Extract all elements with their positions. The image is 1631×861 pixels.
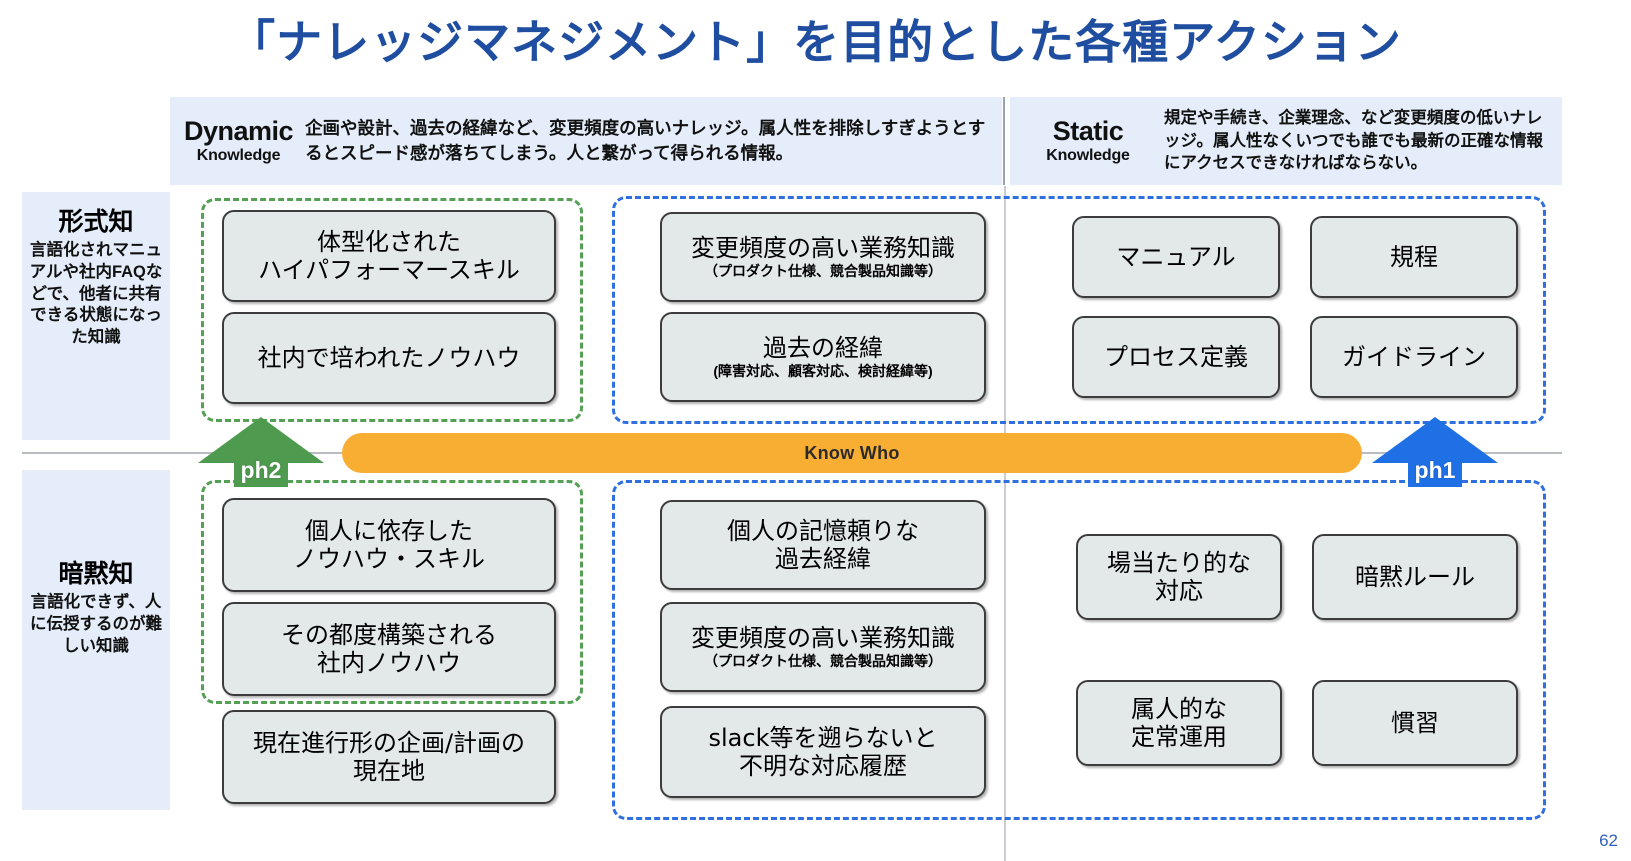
node-label: 個人の記憶頼りな 過去経緯 [727, 516, 919, 573]
dynamic-knowledge-header: Dynamic Knowledge 企画や設計、過去の経緯など、変更頻度の高いナ… [170, 97, 1002, 185]
tacit-title: 暗黙知 [58, 560, 134, 588]
node-tacit-blue-2[interactable]: slack等を遡らないと 不明な対応履歴 [660, 706, 986, 798]
page-title: 「ナレッジマネジメント」を目的とした各種アクション [229, 16, 1402, 68]
group-frame-explicit-blue [612, 196, 1546, 424]
static-knowledge-header: Static Knowledge 規定や手続き、企業理念、など変更頻度の低いナレ… [1010, 97, 1562, 185]
node-label: ガイドライン [1342, 342, 1486, 371]
node-tacit-static-1[interactable]: 暗黙ルール [1312, 534, 1518, 620]
node-label: 過去の経緯 [763, 333, 883, 362]
group-frame-tacit-green [201, 480, 583, 704]
header-separator [1003, 97, 1005, 185]
node-explicit-green-0[interactable]: 体型化された ハイパフォーマースキル [222, 210, 556, 302]
axis-label-explicit-knowledge: 形式知 言語化されマニュアルや社内FAQなどで、他者に共有できる状態になった知識 [22, 192, 170, 440]
node-tacit-static-0[interactable]: 場当たり的な 対応 [1076, 534, 1282, 620]
explicit-title: 形式知 [58, 208, 134, 236]
static-key-line2: Knowledge [1046, 147, 1130, 165]
tacit-description: 言語化できず、人に伝授するのが難しい知識 [30, 593, 162, 655]
ph2-arrow-label: ph2 [240, 457, 282, 483]
node-explicit-static-2[interactable]: プロセス定義 [1072, 316, 1280, 398]
node-label: 個人に依存した ノウハウ・スキル [293, 516, 485, 573]
static-key-line1: Static [1052, 116, 1124, 147]
node-tacit-outside-0[interactable]: 現在進行形の企画/計画の 現在地 [222, 710, 556, 804]
node-label: 社内で培われたノウハウ [257, 343, 521, 372]
node-label: 規程 [1390, 242, 1438, 271]
node-label: 体型化された ハイパフォーマースキル [258, 227, 520, 284]
node-label: プロセス定義 [1104, 342, 1248, 371]
node-explicit-blue-0[interactable]: 変更頻度の高い業務知識 （プロダクト仕様、競合製品知識等） [660, 212, 986, 302]
node-tacit-green-1[interactable]: その都度構築される 社内ノウハウ [222, 602, 556, 696]
ph1-arrow-label: ph1 [1414, 457, 1456, 483]
node-tacit-static-2[interactable]: 属人的な 定常運用 [1076, 680, 1282, 766]
node-sublabel: （プロダクト仕様、競合製品知識等） [704, 653, 942, 670]
group-frame-explicit-green [201, 198, 583, 422]
node-tacit-blue-1[interactable]: 変更頻度の高い業務知識 （プロダクト仕様、競合製品知識等） [660, 602, 986, 692]
node-sublabel: (障害対応、顧客対応、検討経緯等) [713, 363, 933, 380]
page-number: 62 [1599, 831, 1618, 850]
static-knowledge-description: 規定や手続き、企業理念、など変更頻度の低いナレッジ。属人性なくいつでも誰でも最新… [1164, 108, 1544, 173]
explicit-description: 言語化されマニュアルや社内FAQなどで、他者に共有できる状態になった知識 [29, 241, 163, 347]
node-label: 現在進行形の企画/計画の 現在地 [252, 728, 526, 785]
node-explicit-green-1[interactable]: 社内で培われたノウハウ [222, 312, 556, 404]
node-label: 変更頻度の高い業務知識 [691, 623, 955, 652]
dynamic-knowledge-description: 企画や設計、過去の経緯など、変更頻度の高いナレッジ。属人性を排除しすぎようとする… [305, 117, 986, 163]
node-label: 変更頻度の高い業務知識 [691, 233, 955, 262]
node-explicit-blue-1[interactable]: 過去の経緯 (障害対応、顧客対応、検討経緯等) [660, 312, 986, 402]
node-explicit-static-3[interactable]: ガイドライン [1310, 316, 1518, 398]
dynamic-key-line2: Knowledge [196, 147, 281, 165]
node-explicit-static-0[interactable]: マニュアル [1072, 216, 1280, 298]
dynamic-key-line1: Dynamic [184, 116, 294, 147]
node-label: 場当たり的な 対応 [1107, 548, 1251, 605]
node-label: その都度構築される 社内ノウハウ [281, 620, 497, 677]
ph2-arrow[interactable]: ph2 [196, 415, 326, 487]
know-who-label: Know Who [804, 442, 900, 463]
axis-label-tacit-knowledge: 暗黙知 言語化できず、人に伝授するのが難しい知識 [22, 470, 170, 810]
node-label: 暗黙ルール [1355, 562, 1475, 591]
node-tacit-green-0[interactable]: 個人に依存した ノウハウ・スキル [222, 498, 556, 592]
node-tacit-static-3[interactable]: 慣習 [1312, 680, 1518, 766]
node-label: マニュアル [1116, 242, 1236, 271]
node-label: 属人的な 定常運用 [1131, 694, 1227, 751]
static-knowledge-key: Static Knowledge [1010, 116, 1152, 165]
group-frame-tacit-blue [612, 480, 1546, 820]
node-tacit-blue-0[interactable]: 個人の記憶頼りな 過去経緯 [660, 500, 986, 590]
node-explicit-static-1[interactable]: 規程 [1310, 216, 1518, 298]
node-label: slack等を遡らないと 不明な対応履歴 [708, 723, 938, 780]
node-label: 慣習 [1391, 708, 1439, 737]
know-who-band[interactable]: Know Who [342, 433, 1362, 473]
dynamic-knowledge-key: Dynamic Knowledge [170, 116, 294, 165]
node-sublabel: （プロダクト仕様、競合製品知識等） [704, 263, 942, 280]
vertical-divider [1004, 186, 1006, 861]
ph1-arrow[interactable]: ph1 [1370, 415, 1500, 487]
